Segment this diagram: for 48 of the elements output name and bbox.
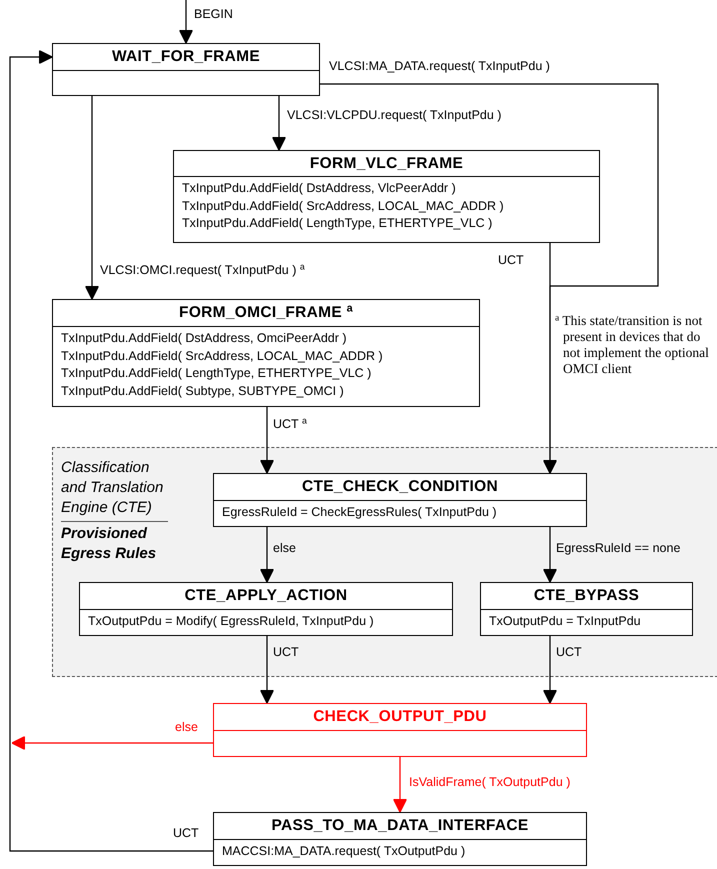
state-action: TxInputPdu.AddField( DstAddress, OmciPeerAddr ) bbox=[61, 330, 347, 347]
state-action: TxOutputPdu = Modify( EgressRuleId, TxInputPdu ) bbox=[88, 613, 374, 630]
arrow bbox=[260, 407, 274, 474]
arrow bbox=[178, 0, 194, 44]
state-name: CTE_APPLY_ACTION bbox=[184, 587, 348, 605]
state-box bbox=[213, 703, 587, 757]
arrow bbox=[542, 243, 558, 474]
footnote: $^{a}$ This state/transition is not present in devices that do not implement the optional OMCI client bbox=[555, 313, 710, 377]
state-action: TxInputPdu.AddField( DstAddress, VlcPeerAddr ) bbox=[182, 180, 456, 197]
state-action: EgressRuleId = CheckEgressRules( TxInputPdu ) bbox=[222, 504, 497, 521]
arrow bbox=[392, 757, 408, 813]
state-name: CTE_BYPASS bbox=[534, 587, 640, 605]
state-box bbox=[213, 812, 587, 866]
arrow bbox=[542, 527, 558, 583]
state-action: TxInputPdu.AddField( LengthType, ETHERTYPE_VLC ) bbox=[182, 215, 492, 232]
edge-label: VLCSI:VLCPDU.request( TxInputPdu ) bbox=[286, 108, 502, 123]
state-box bbox=[79, 582, 453, 636]
state-action: TxInputPdu.AddField( LengthType, ETHERTYPE_VLC ) bbox=[61, 365, 372, 382]
arrow bbox=[260, 636, 274, 704]
panel-title: Classification and Translation Engine (CTE) bbox=[61, 458, 164, 518]
state-action: TxInputPdu.AddField( SrcAddress, LOCAL_MAC_ADDR ) bbox=[182, 198, 504, 215]
state-name: CHECK_OUTPUT_PDU bbox=[313, 708, 487, 726]
arrow bbox=[272, 96, 286, 151]
panel-subtitle: Provisioned Egress Rules bbox=[61, 524, 158, 564]
state-box bbox=[480, 582, 693, 636]
state-name: FORM_OMCI_FRAME $^{a}$ bbox=[179, 304, 353, 322]
state-box bbox=[52, 43, 320, 96]
arrow bbox=[84, 96, 100, 300]
state-box bbox=[52, 299, 480, 407]
state-name: WAIT_FOR_FRAME bbox=[112, 48, 260, 66]
arrow bbox=[542, 636, 558, 704]
arrow bbox=[260, 527, 274, 583]
state-name: FORM_VLC_FRAME bbox=[310, 154, 464, 172]
edge-label: VLCSI:OMCI.request( TxInputPdu ) $^{a}$ bbox=[99, 263, 306, 278]
edge-label: VLCSI:MA_DATA.request( TxInputPdu ) bbox=[328, 59, 551, 74]
engine-panel bbox=[52, 447, 717, 677]
state-box bbox=[173, 150, 600, 243]
edge-label: IsValidFrame( TxOutputPdu ) bbox=[408, 775, 572, 790]
state-action: MACCSI:MA_DATA.request( TxOutputPdu ) bbox=[222, 843, 466, 860]
state-name: PASS_TO_MA_DATA_INTERFACE bbox=[272, 817, 528, 835]
state-name: CTE_CHECK_CONDITION bbox=[302, 478, 498, 496]
state-box bbox=[213, 473, 587, 527]
state-action: TxInputPdu.AddField( SrcAddress, LOCAL_MAC_ADDR ) bbox=[61, 348, 383, 365]
edge-label: EgressRuleId == none bbox=[555, 541, 682, 556]
state-action: TxOutputPdu = TxInputPdu bbox=[489, 613, 641, 630]
arrow bbox=[11, 736, 213, 750]
state-action: TxInputPdu.AddField( Subtype, SUBTYPE_OMCI ) bbox=[61, 382, 344, 400]
arrow bbox=[9, 50, 213, 852]
